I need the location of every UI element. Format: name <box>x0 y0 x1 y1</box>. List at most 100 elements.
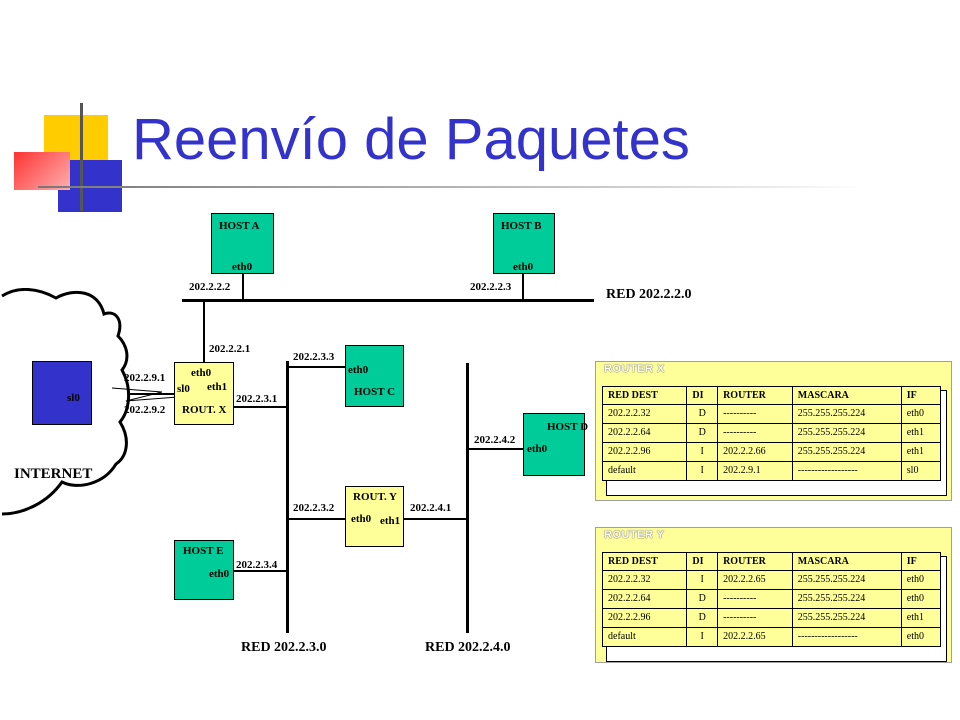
internet-label: INTERNET <box>14 466 93 482</box>
col-header-mascara: MASCARA <box>791 386 902 405</box>
router-y-eth1-ip: 202.2.4.1 <box>410 502 452 514</box>
network-label-202-2-2-0: RED 202.2.2.0 <box>606 287 692 302</box>
table-cell: 202.2.2.96 <box>601 608 688 628</box>
router-x-sl0-ip: 202.2.9.2 <box>124 404 166 416</box>
network-label-202-2-4-0: RED 202.2.4.0 <box>425 640 511 655</box>
table-cell: D <box>686 589 719 609</box>
table-cell: ---------- <box>717 608 793 628</box>
table-cell: eth0 <box>900 627 942 647</box>
table-cell: I <box>686 627 719 647</box>
router-y-eth0-ip: 202.2.3.2 <box>293 502 335 514</box>
table-cell: 255.255.255.224 <box>791 423 902 443</box>
table-row: 202.2.2.96 D ---------- 255.255.255.224 … <box>601 608 942 628</box>
title-decoration <box>0 0 960 220</box>
host-d-name: HOST D <box>547 421 589 433</box>
host-b[interactable] <box>493 213 555 274</box>
host-d-ip: 202.2.4.2 <box>474 434 516 446</box>
table-cell: D <box>686 608 719 628</box>
host-c[interactable] <box>345 345 404 407</box>
router-y-name: ROUT. Y <box>353 491 397 503</box>
internet-router-iface: sl0 <box>67 392 80 404</box>
table-cell: 202.2.2.96 <box>601 442 688 462</box>
serial-link-icon <box>111 387 179 402</box>
router-y-eth0: eth0 <box>351 513 372 525</box>
router-x-eth1: eth1 <box>207 381 228 393</box>
col-header-if: IF <box>900 552 942 571</box>
table-cell: default <box>601 627 688 647</box>
table-header-row: RED DEST DI ROUTER MASCARA IF <box>601 552 942 571</box>
col-header-mascara: MASCARA <box>791 552 902 571</box>
host-d[interactable] <box>523 413 585 476</box>
host-e-ip: 202.2.3.4 <box>236 559 278 571</box>
routing-table-panel-x: ROUTER X RED DEST DI ROUTER MASCARA IF 2… <box>595 361 952 501</box>
router-x-eth0: eth0 <box>191 367 212 379</box>
router-x-eth1-ip: 202.2.3.1 <box>236 393 278 405</box>
host-a[interactable] <box>211 213 274 274</box>
table-cell: 255.255.255.224 <box>791 589 902 609</box>
table-cell: 255.255.255.224 <box>791 404 902 424</box>
table-cell: 202.2.2.65 <box>717 570 793 590</box>
host-c-name: HOST C <box>354 386 396 398</box>
col-header-if: IF <box>900 386 942 405</box>
table-cell: D <box>686 404 719 424</box>
table-row: 202.2.2.64 D ---------- 255.255.255.224 … <box>601 423 942 443</box>
col-header-di: DI <box>686 552 719 571</box>
table-cell: eth0 <box>900 570 942 590</box>
table-cell: default <box>601 461 688 481</box>
host-a-ip: 202.2.2.2 <box>189 281 231 293</box>
routing-table-y-title: ROUTER Y <box>604 529 665 541</box>
table-row: 202.2.2.32 I 202.2.2.65 255.255.255.224 … <box>601 570 942 590</box>
table-cell: ---------- <box>717 589 793 609</box>
table-cell: 202.2.2.64 <box>601 589 688 609</box>
host-a-iface: eth0 <box>232 261 253 273</box>
router-x[interactable] <box>174 362 234 425</box>
table-row: 202.2.2.32 D ---------- 255.255.255.224 … <box>601 404 942 424</box>
table-cell: sl0 <box>900 461 942 481</box>
router-x-name: ROUT. X <box>182 404 227 416</box>
col-header-router: ROUTER <box>717 552 793 571</box>
router-x-eth0-ip: 202.2.2.1 <box>209 343 251 355</box>
routing-table-panel-y: ROUTER Y RED DEST DI ROUTER MASCARA IF 2… <box>595 527 952 663</box>
router-x-sl0: sl0 <box>177 383 190 395</box>
table-cell: 202.2.2.65 <box>717 627 793 647</box>
host-b-iface: eth0 <box>513 261 534 273</box>
host-e-iface: eth0 <box>209 568 230 580</box>
table-cell: ---------- <box>717 404 793 424</box>
table-cell: 202.2.2.66 <box>717 442 793 462</box>
host-e-name: HOST E <box>183 545 224 557</box>
routing-table-x-title: ROUTER X <box>604 363 665 375</box>
network-label-202-2-3-0: RED 202.2.3.0 <box>241 640 327 655</box>
col-header-red-dest: RED DEST <box>601 552 688 571</box>
table-cell: 202.2.2.32 <box>601 570 688 590</box>
table-cell: ---------- <box>717 423 793 443</box>
table-header-row: RED DEST DI ROUTER MASCARA IF <box>601 386 942 405</box>
table-cell: eth1 <box>900 423 942 443</box>
table-cell: I <box>686 570 719 590</box>
host-b-ip: 202.2.2.3 <box>470 281 512 293</box>
bus-red-202-2-4-0 <box>466 363 469 633</box>
host-b-name: HOST B <box>501 220 542 232</box>
table-cell: 202.2.2.64 <box>601 423 688 443</box>
table-cell: ------------------ <box>791 461 902 481</box>
table-cell: 255.255.255.224 <box>791 442 902 462</box>
host-d-iface: eth0 <box>527 443 548 455</box>
router-y-eth1: eth1 <box>380 515 401 527</box>
table-cell: eth1 <box>900 608 942 628</box>
bus-red-202-2-2-0 <box>182 299 594 302</box>
table-cell: eth1 <box>900 442 942 462</box>
host-e[interactable] <box>174 540 234 600</box>
table-cell: I <box>686 442 719 462</box>
table-cell: 202.2.2.32 <box>601 404 688 424</box>
table-row: default I 202.2.2.65 ------------------ … <box>601 627 942 647</box>
router-y[interactable] <box>345 486 404 547</box>
host-a-name: HOST A <box>219 220 260 232</box>
bus-red-202-2-3-0 <box>286 361 289 633</box>
col-header-di: DI <box>686 386 719 405</box>
table-row: default I 202.2.9.1 ------------------ s… <box>601 461 942 481</box>
table-cell: eth0 <box>900 589 942 609</box>
table-row: 202.2.2.96 I 202.2.2.66 255.255.255.224 … <box>601 442 942 462</box>
host-c-ip: 202.2.3.3 <box>293 351 335 363</box>
internet-router[interactable] <box>32 361 92 425</box>
table-row: 202.2.2.64 D ---------- 255.255.255.224 … <box>601 589 942 609</box>
table-cell: eth0 <box>900 404 942 424</box>
